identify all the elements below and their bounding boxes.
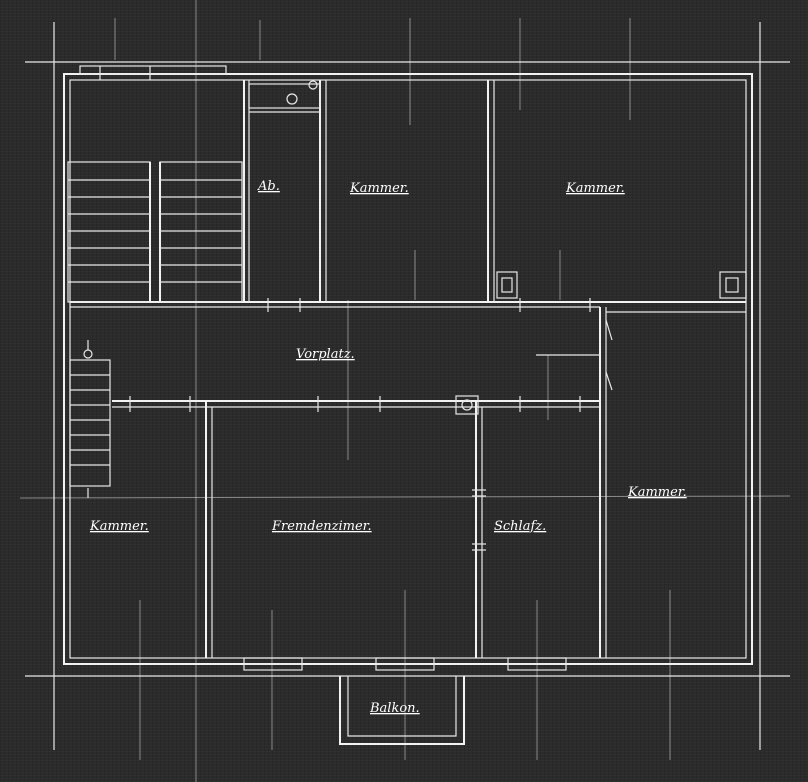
middle-walls (112, 307, 746, 658)
label-kammer-right: Kammer. (627, 485, 687, 500)
construction-lines (19, 0, 791, 782)
label-ab: Ab. (257, 179, 280, 194)
room-labels: Ab. Kammer. Kammer. Vorplatz. Kammer. Fr… (89, 179, 687, 716)
label-kammer-top-right: Kammer. (565, 181, 625, 196)
balcony (339, 676, 465, 745)
label-balkon: Balkon. (369, 701, 420, 716)
bottom-windows (243, 657, 567, 671)
label-kammer-top-left: Kammer. (349, 181, 409, 196)
upper-walls (70, 65, 747, 312)
label-schlafzimmer: Schlafz. (494, 519, 546, 534)
label-fremdenzimmer: Fremdenzimer. (271, 519, 372, 534)
staircase-attic (69, 340, 111, 498)
label-kammer-left: Kammer. (89, 519, 149, 534)
staircase-main (67, 161, 243, 303)
label-vorplatz: Vorplatz. (296, 347, 355, 362)
